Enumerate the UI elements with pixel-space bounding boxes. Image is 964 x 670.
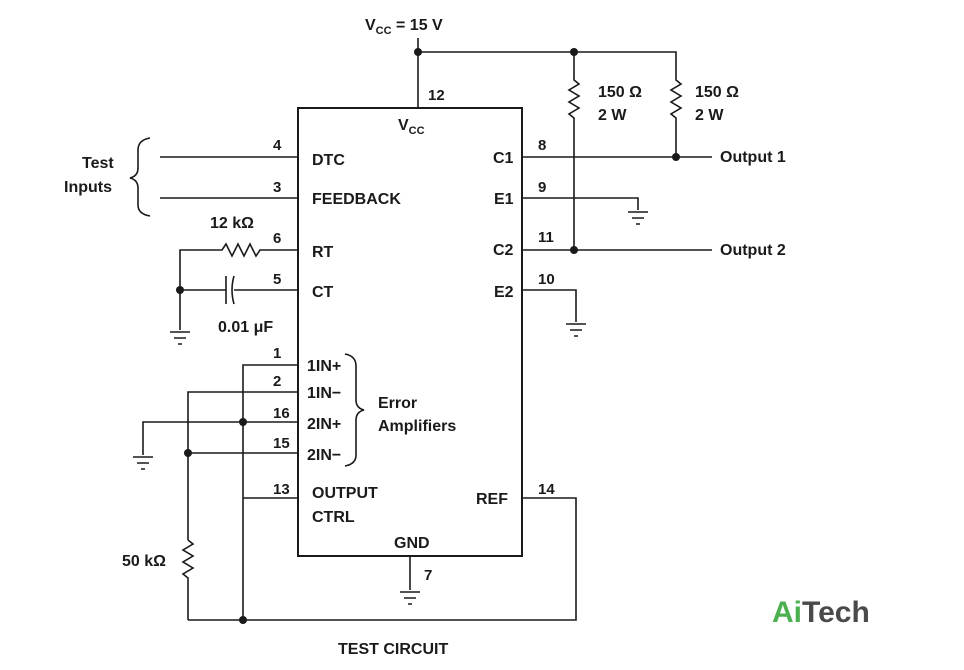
resistor-50k xyxy=(181,539,195,620)
pin-number: 8 xyxy=(538,137,546,154)
pin-number: 5 xyxy=(273,271,281,288)
pin-number: 3 xyxy=(273,179,281,196)
pin-number: 16 xyxy=(273,405,290,422)
resistor-150-2 xyxy=(669,72,683,157)
ic-pin-label: DTC xyxy=(312,152,345,169)
e1-wire xyxy=(522,197,639,210)
in1m-wire xyxy=(187,391,298,540)
resistor-50k-value: 50 kΩ xyxy=(122,553,166,570)
e2-wire xyxy=(522,289,577,322)
junction-dot xyxy=(184,449,192,457)
junction-dot xyxy=(239,616,247,624)
junction-dot xyxy=(239,418,247,426)
junction-dot xyxy=(672,153,680,161)
test-inputs-brace xyxy=(129,137,151,217)
caption: TEST CIRCUIT xyxy=(338,641,448,658)
ic-pin-label: OUTPUT xyxy=(312,485,378,502)
output1-label: Output 1 xyxy=(720,149,786,166)
resistor-150-1 xyxy=(567,72,581,250)
pin-number: 15 xyxy=(273,435,290,452)
ic-gnd-label: GND xyxy=(394,535,430,552)
supply-label: VCC = 15 V xyxy=(365,17,443,37)
resistor-150-1-power: 2 W xyxy=(598,107,627,124)
pin-number: 11 xyxy=(538,229,554,246)
rt-resistor xyxy=(179,242,298,290)
pin-number: 13 xyxy=(273,481,290,498)
ic-pin-label: C1 xyxy=(493,150,514,167)
ic-body xyxy=(297,107,523,557)
ic-pin-label: CT xyxy=(312,284,334,301)
pin-number: 9 xyxy=(538,179,546,196)
ic-vcc-label: VCC xyxy=(398,117,425,137)
ground-symbol xyxy=(566,323,586,337)
ic-pin-label: 1IN− xyxy=(307,385,341,402)
resistor-150-2-value: 150 Ω xyxy=(695,84,739,101)
pin-number: 1 xyxy=(273,345,281,362)
resistor-150-1-value: 150 Ω xyxy=(598,84,642,101)
pin-number: 6 xyxy=(273,230,281,247)
pin-number: 4 xyxy=(273,137,282,154)
ic-pin-label: 2IN+ xyxy=(307,416,341,433)
resistor-150-2-power: 2 W xyxy=(695,107,724,124)
ground-symbol xyxy=(170,331,190,345)
pin-number: 10 xyxy=(538,271,555,288)
junction-dot xyxy=(414,48,422,56)
error-amps-label: Amplifiers xyxy=(378,418,456,435)
error-amps-label: Error xyxy=(378,395,417,412)
ic-pin-label: REF xyxy=(476,491,508,508)
rt-value: 12 kΩ xyxy=(210,215,254,232)
ground-symbol xyxy=(133,456,153,470)
in1p-wire xyxy=(242,364,298,620)
ct-value: 0.01 μF xyxy=(218,319,273,336)
pin-number: 14 xyxy=(538,481,555,498)
ic-pin-label: FEEDBACK xyxy=(312,191,401,208)
junction-dot xyxy=(570,246,578,254)
pin-number: 2 xyxy=(273,373,281,390)
output2-label: Output 2 xyxy=(720,242,786,259)
ic-pin-label: 1IN+ xyxy=(307,358,341,375)
brand-logo: AiTech xyxy=(772,596,870,629)
ic-pin-label: RT xyxy=(312,244,334,261)
ct-capacitor xyxy=(180,275,298,305)
ic-pin-label: E1 xyxy=(494,191,514,208)
error-amps-brace xyxy=(344,353,365,467)
pin-number: 12 xyxy=(428,87,445,104)
pin-number: 7 xyxy=(424,567,432,584)
ground-symbol xyxy=(400,591,420,605)
ic-pin-label: E2 xyxy=(494,284,514,301)
ic-pin-label: C2 xyxy=(493,242,514,259)
ic-pin-label: CTRL xyxy=(312,509,355,526)
test-inputs-label: Test xyxy=(82,155,114,172)
ref-loop-wire xyxy=(188,497,577,621)
test-inputs-label: Inputs xyxy=(64,179,112,196)
ground-symbol xyxy=(628,211,648,225)
ic-pin-label: 2IN− xyxy=(307,447,341,464)
